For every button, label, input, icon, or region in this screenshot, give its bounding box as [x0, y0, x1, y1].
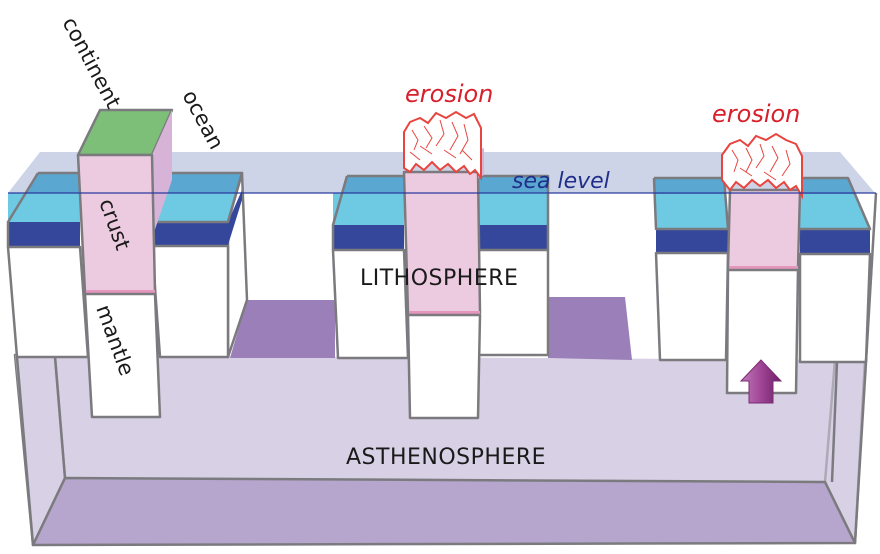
- right-edge-line: [864, 192, 878, 363]
- label-erosion-1: erosion: [405, 80, 493, 108]
- continent-column-2: [402, 110, 484, 420]
- asthenosphere-floor: [31, 476, 857, 547]
- label-sea-level: sea level: [512, 169, 610, 194]
- asthenosphere-tank: [13, 353, 867, 547]
- lithosphere-floor-left: [230, 300, 335, 358]
- ocean-block-2a: [331, 174, 410, 360]
- label-continent: continent: [58, 13, 126, 112]
- label-lithosphere: LITHOSPHERE: [360, 266, 518, 291]
- erosion-rubble-2: [721, 132, 803, 200]
- erosion-rubble-1: [403, 110, 482, 181]
- ocean-block-1b: [150, 171, 249, 359]
- label-ocean: ocean: [178, 86, 229, 153]
- tank-front-left-edge: [15, 356, 35, 546]
- uplift-arrow-icon: [739, 359, 783, 404]
- ocean-block-1a: [6, 171, 90, 359]
- continent-mantle: [83, 292, 162, 419]
- continent-side: [152, 110, 172, 238]
- stage-eroding: [331, 110, 550, 420]
- continent-column-3: [721, 132, 803, 395]
- ocean-block-2b: [474, 174, 550, 357]
- stage-rebound: [652, 132, 878, 404]
- tank-back-left-edge: [53, 356, 67, 479]
- stage-initial: [6, 108, 249, 419]
- continent-column-1: [76, 108, 174, 419]
- tank-back-right-edge: [830, 361, 839, 483]
- ocean-block-3a: [652, 176, 730, 362]
- ocean-block-3b: [798, 176, 878, 364]
- label-erosion-2: erosion: [712, 100, 800, 128]
- tank-front-right-edge: [853, 361, 868, 544]
- lithosphere-floor-right: [548, 297, 632, 360]
- label-asthenosphere: ASTHENOSPHERE: [346, 445, 546, 470]
